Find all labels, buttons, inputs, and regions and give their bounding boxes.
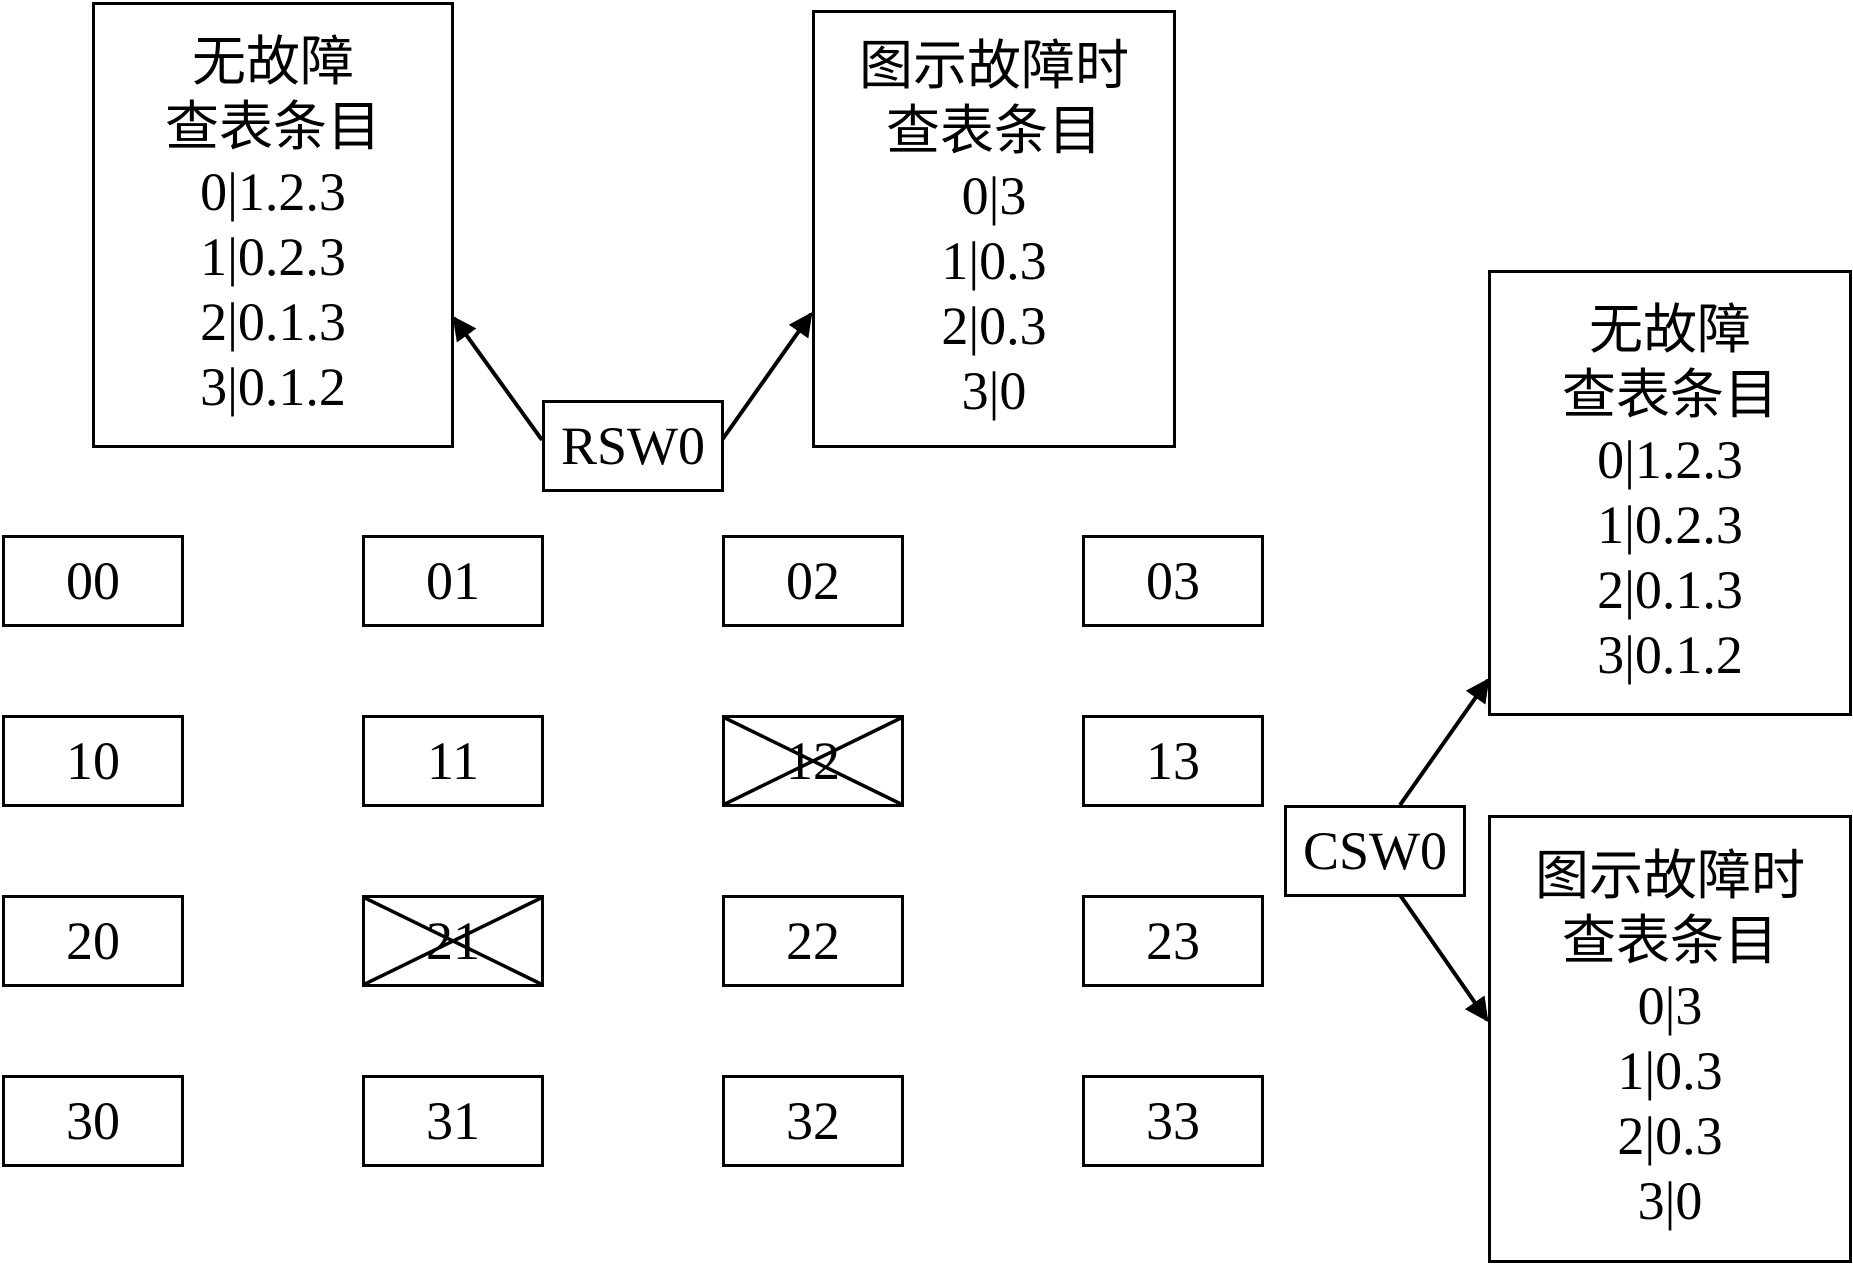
table-row: 1|0.2.3 (1597, 495, 1743, 555)
node-03: 03 (1082, 535, 1264, 627)
node-23: 23 (1082, 895, 1264, 987)
table-title: 无故障 (1589, 300, 1751, 360)
table-row: 2|0.1.3 (1597, 560, 1743, 620)
column-switch-csw0: CSW0 (1284, 805, 1466, 897)
row-switch-rsw0: RSW0 (542, 400, 724, 492)
node-12-faulty: 12 (722, 715, 904, 807)
table-row: 2|0.1.3 (200, 292, 346, 352)
node-31: 31 (362, 1075, 544, 1167)
table-subtitle: 查表条目 (1562, 911, 1778, 971)
arrow-csw-to-normal-table (1398, 678, 1490, 807)
table-row: 0|3 (961, 166, 1027, 226)
table-title: 图示故障时 (1535, 846, 1805, 906)
table-row: 3|0 (1637, 1171, 1703, 1231)
table-row: 0|1.2.3 (200, 162, 346, 222)
node-02: 02 (722, 535, 904, 627)
table-row: 3|0 (961, 361, 1027, 421)
table-row: 1|0.2.3 (200, 227, 346, 287)
table-subtitle: 查表条目 (165, 97, 381, 157)
table-row: 0|1.2.3 (1597, 430, 1743, 490)
arrow-rsw-to-normal-table (452, 316, 544, 442)
rsw-fault-table: 图示故障时 查表条目 0|3 1|0.3 2|0.3 3|0 (812, 10, 1176, 448)
switch-label: RSW0 (560, 416, 706, 476)
fault-cross-icon (365, 898, 541, 984)
table-row: 3|0.1.2 (200, 357, 346, 417)
rsw-normal-table: 无故障 查表条目 0|1.2.3 1|0.2.3 2|0.1.3 3|0.1.2 (92, 2, 454, 448)
table-row: 1|0.3 (1617, 1041, 1723, 1101)
node-32: 32 (722, 1075, 904, 1167)
node-13: 13 (1082, 715, 1264, 807)
table-row: 3|0.1.2 (1597, 625, 1743, 685)
node-00: 00 (2, 535, 184, 627)
table-row: 1|0.3 (941, 231, 1047, 291)
csw-normal-table: 无故障 查表条目 0|1.2.3 1|0.2.3 2|0.1.3 3|0.1.2 (1488, 270, 1852, 716)
table-title: 图示故障时 (859, 36, 1129, 96)
node-21-faulty: 21 (362, 895, 544, 987)
node-30: 30 (2, 1075, 184, 1167)
csw-fault-table: 图示故障时 查表条目 0|3 1|0.3 2|0.3 3|0 (1488, 815, 1852, 1263)
node-20: 20 (2, 895, 184, 987)
arrow-csw-to-fault-table (1398, 893, 1489, 1022)
node-33: 33 (1082, 1075, 1264, 1167)
table-row: 2|0.3 (1617, 1106, 1723, 1166)
node-11: 11 (362, 715, 544, 807)
arrow-rsw-to-fault-table (720, 312, 813, 442)
table-row: 2|0.3 (941, 296, 1047, 356)
table-row: 0|3 (1637, 976, 1703, 1036)
node-22: 22 (722, 895, 904, 987)
table-title: 无故障 (192, 32, 354, 92)
node-01: 01 (362, 535, 544, 627)
table-subtitle: 查表条目 (1562, 365, 1778, 425)
switch-label: CSW0 (1302, 821, 1448, 881)
node-10: 10 (2, 715, 184, 807)
table-subtitle: 查表条目 (886, 101, 1102, 161)
fault-cross-icon (725, 718, 901, 804)
